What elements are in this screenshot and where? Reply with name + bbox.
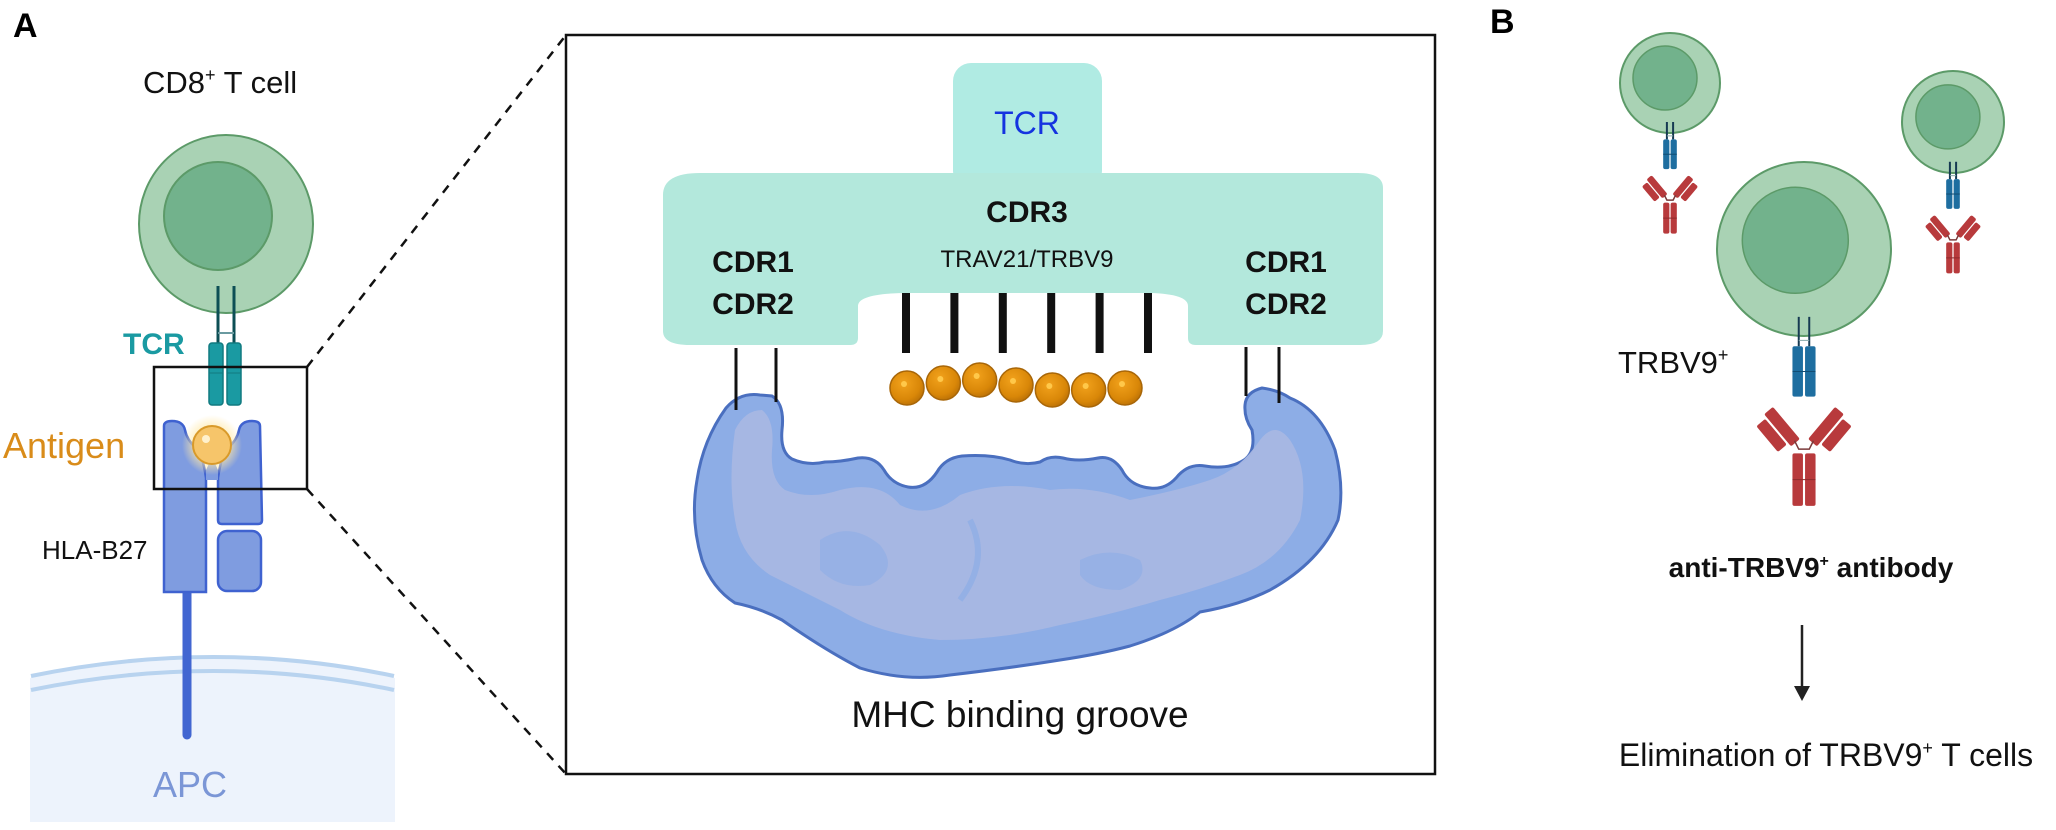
tcr-receptor	[1792, 316, 1816, 397]
contact-bar	[902, 293, 910, 353]
apc-label: APC	[153, 764, 227, 805]
panel-a-letter: A	[13, 7, 38, 45]
left-cdr1-label: CDR1	[712, 246, 794, 279]
peptide-residue	[998, 367, 1034, 403]
inset-tcr-label: TCR	[994, 105, 1060, 141]
left-cdr2-label: CDR2	[712, 288, 794, 321]
tcr-receptor	[1946, 161, 1960, 209]
mhc-binding-groove-label: MHC binding groove	[851, 694, 1188, 735]
cd8-t-cell	[138, 134, 314, 314]
antibody-label: anti-TRBV9+ antibody	[1669, 552, 1954, 583]
peptide-residue	[961, 362, 998, 398]
peptide-residue	[925, 365, 962, 401]
zoom-selection-box	[152, 365, 309, 491]
inset-tcr-mhc-interface: TCR CDR3 TRAV21/TRBV9 CDR1 CDR2 CDR1 CDR…	[564, 33, 1437, 776]
apc-cell: APC	[30, 655, 395, 822]
down-arrow	[1794, 625, 1810, 701]
contact-bar	[1144, 293, 1152, 353]
antigen-label: Antigen	[3, 425, 125, 466]
right-cdr1-label: CDR1	[1245, 246, 1327, 279]
cdr3-contact-bars	[902, 293, 1152, 353]
inset-tcr-stalk	[953, 63, 1102, 189]
trbv9-cell-label: TRBV9+	[1618, 345, 1728, 380]
t-cell-population	[1619, 32, 2005, 506]
peptide-residue	[1070, 372, 1107, 408]
inset-tcr-body	[663, 173, 1383, 345]
anti-trbv9-antibody	[1757, 407, 1851, 506]
cdr1-cdr2-contacts	[734, 347, 1281, 410]
antigen-peptide	[182, 415, 242, 475]
contact-bar	[1095, 293, 1104, 353]
peptide-residue	[1034, 372, 1071, 408]
tcr-receptor	[1663, 122, 1677, 170]
anti-trbv9-antibody	[1642, 175, 1698, 234]
tcr-label: TCR	[123, 328, 185, 361]
anti-trbv9-antibody	[1925, 215, 1981, 274]
tcr-receptor	[208, 286, 242, 406]
zoom-connector-bottom	[306, 488, 567, 775]
trbv9-positive-t-cell	[1716, 161, 1892, 506]
zoom-connector-top	[306, 34, 567, 368]
contact-bar	[950, 293, 959, 353]
panel-b-letter: B	[1490, 3, 1515, 41]
gene-usage-label: TRAV21/TRBV9	[941, 246, 1114, 273]
t-cell	[1619, 32, 1721, 234]
outcome-label: Elimination of TRBV9+ T cells	[1619, 737, 2033, 773]
peptide-residue	[1107, 370, 1143, 406]
panel-b: B TRBV9+ anti-TRBV9+ antibody Eliminatio…	[1490, 3, 2033, 773]
peptide-residues	[889, 362, 1143, 408]
cdr3-label: CDR3	[986, 196, 1068, 229]
contact-bar	[1047, 293, 1056, 353]
hla-b27-label: HLA-B27	[42, 535, 148, 565]
right-cdr2-label: CDR2	[1245, 288, 1327, 321]
peptide-residue	[889, 370, 925, 406]
t-cell	[1901, 70, 2005, 274]
t-cell-label: CD8+ T cell	[143, 65, 297, 100]
panel-a: A CD8+ T cell APC TCR	[3, 7, 1437, 822]
contact-bar	[998, 293, 1007, 353]
mhc-binding-groove	[692, 386, 1343, 679]
